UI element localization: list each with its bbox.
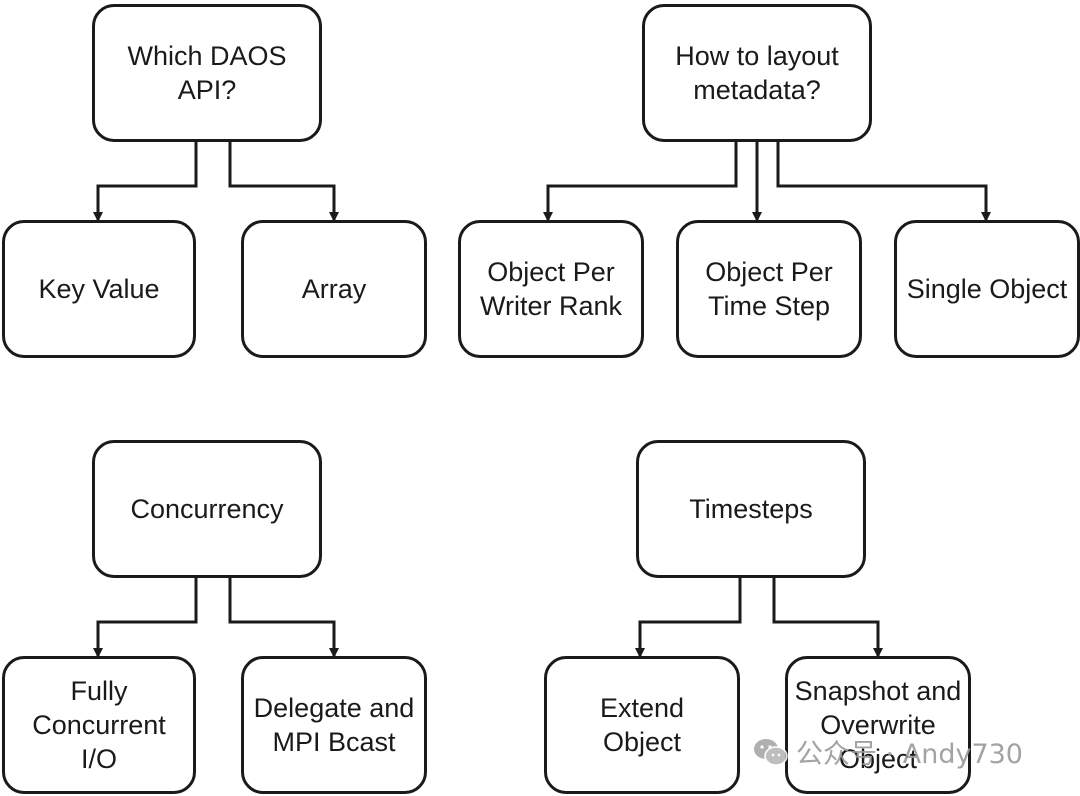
- node-object-per-writer-rank: Object Per Writer Rank: [458, 220, 644, 358]
- node-object-per-time-step: Object Per Time Step: [676, 220, 862, 358]
- node-label: Delegate and MPI Bcast: [253, 693, 415, 757]
- node-label: Object Per Time Step: [705, 257, 833, 321]
- node-which-daos-api: Which DAOS API?: [92, 4, 322, 142]
- node-label: Object Per Writer Rank: [479, 257, 623, 321]
- node-delegate-and-mpi-bcast: Delegate and MPI Bcast: [241, 656, 427, 794]
- edge-api-to-array: [228, 142, 339, 222]
- edge-layout-to-single-object: [776, 142, 991, 222]
- node-label: Extend Object: [599, 693, 685, 757]
- watermark-text: 公众号 · Andy730: [796, 739, 1023, 770]
- node-fully-concurrent-io: Fully Concurrent I/O: [2, 656, 196, 794]
- node-label: Fully Concurrent I/O: [32, 676, 166, 774]
- edge-concurrency-to-fully-concurrent: [93, 578, 198, 658]
- node-snapshot-and-overwrite-object: Snapshot and Overwrite Object: [785, 656, 971, 794]
- edge-timesteps-to-snapshot: [772, 578, 883, 658]
- wechat-icon: [754, 738, 788, 766]
- node-key-value: Key Value: [2, 220, 196, 358]
- edge-api-to-key-value: [93, 142, 198, 222]
- node-single-object: Single Object: [894, 220, 1080, 358]
- node-how-to-layout-metadata: How to layout metadata?: [642, 4, 872, 142]
- node-label: How to layout metadata?: [675, 41, 839, 105]
- node-timesteps: Timesteps: [636, 440, 866, 578]
- edge-layout-to-writer-rank: [543, 142, 738, 222]
- node-label: Array: [301, 274, 367, 304]
- node-label: Which DAOS API?: [127, 41, 287, 105]
- node-array: Array: [241, 220, 427, 358]
- node-label: Single Object: [906, 274, 1068, 304]
- node-label: Snapshot and Overwrite Object: [794, 676, 962, 774]
- node-label: Concurrency: [130, 494, 284, 524]
- node-label: Key Value: [38, 274, 160, 304]
- edge-timesteps-to-extend: [635, 578, 742, 658]
- watermark: 公众号 · Andy730: [752, 732, 1023, 771]
- node-extend-object: Extend Object: [544, 656, 740, 794]
- node-label: Timesteps: [689, 494, 813, 524]
- edge-concurrency-to-delegate: [228, 578, 339, 658]
- node-concurrency: Concurrency: [92, 440, 322, 578]
